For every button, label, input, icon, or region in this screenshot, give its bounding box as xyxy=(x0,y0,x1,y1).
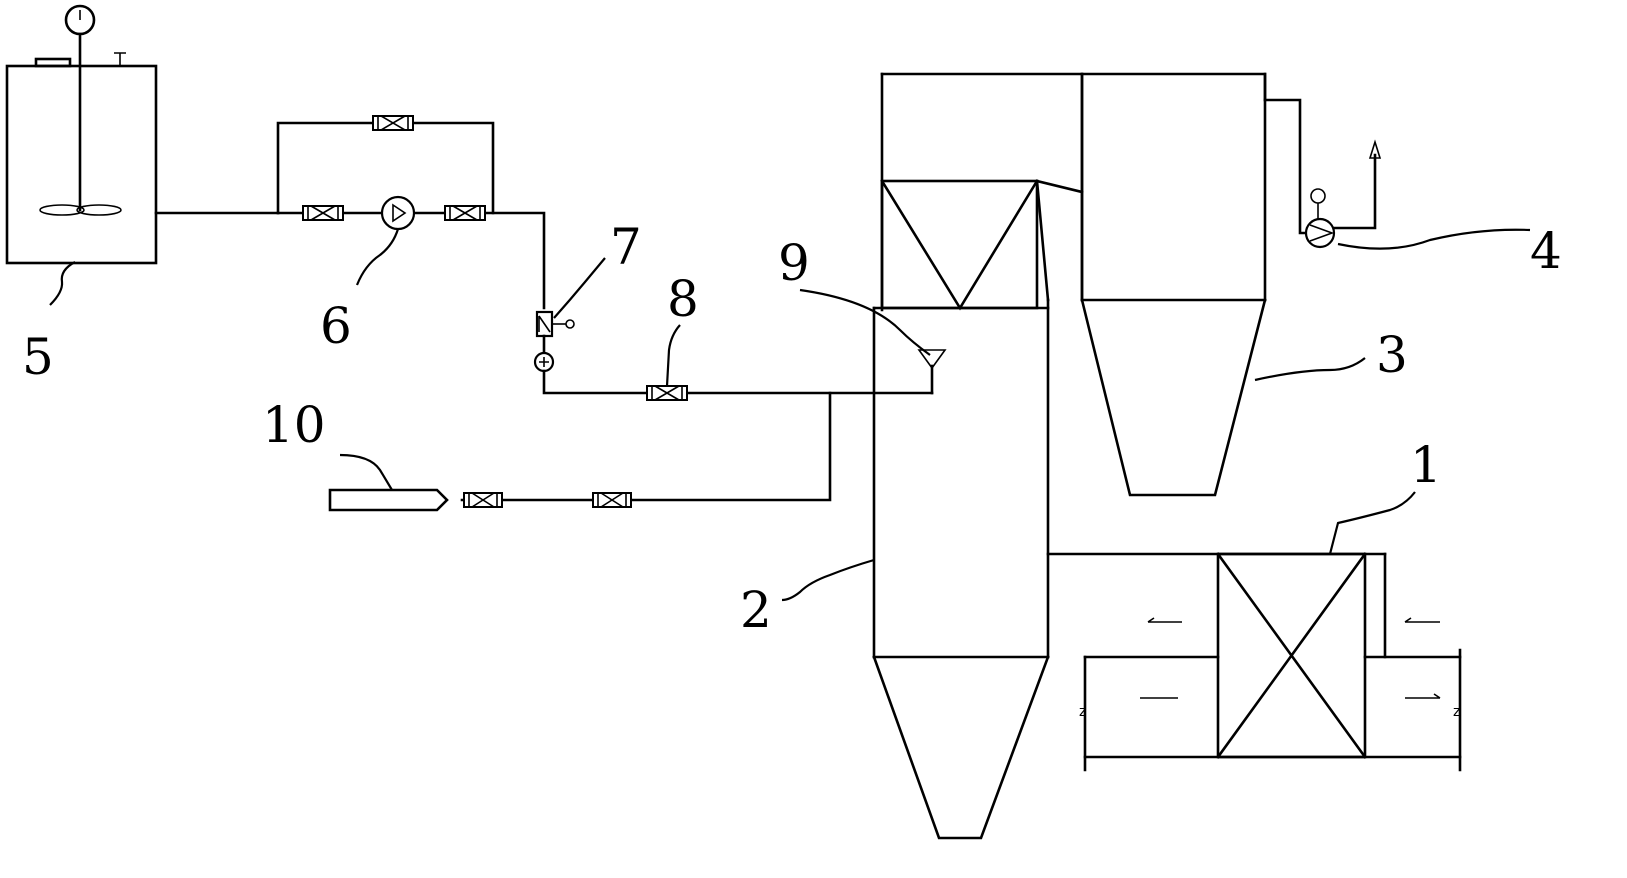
leader-5 xyxy=(49,261,76,306)
pump[interactable] xyxy=(380,195,416,231)
valve-pump-outlet[interactable] xyxy=(444,205,486,221)
cyclone-separator xyxy=(1080,72,1267,497)
leader-7 xyxy=(553,257,606,319)
leader-2 xyxy=(781,558,875,602)
pipe-bypass xyxy=(276,121,495,215)
spray-nozzle xyxy=(917,349,947,395)
leader-10 xyxy=(339,453,393,491)
break-mark-right: z xyxy=(1453,704,1460,720)
label-2: 2 xyxy=(740,581,772,639)
pipe-to-nozzle xyxy=(542,369,934,395)
pipe-main xyxy=(276,211,546,310)
leader-3 xyxy=(1254,357,1366,382)
leader-9 xyxy=(799,288,931,356)
gas-cylinder xyxy=(328,488,449,512)
check-valve xyxy=(533,351,555,373)
break-mark-left: z xyxy=(1079,704,1086,720)
label-5: 5 xyxy=(22,328,54,386)
reactor-tower xyxy=(872,72,1267,840)
leader-6 xyxy=(355,228,400,286)
flowmeter[interactable] xyxy=(535,310,575,338)
valve-bypass[interactable] xyxy=(372,115,414,131)
valve-pump-inlet[interactable] xyxy=(302,205,344,221)
exhaust-arrow-icon xyxy=(1368,139,1382,159)
pipe-gas xyxy=(460,391,832,502)
valve-gas-1[interactable] xyxy=(463,492,503,508)
pipe-to-fan xyxy=(1263,98,1307,235)
label-9: 9 xyxy=(778,234,810,292)
valve-8[interactable] xyxy=(646,385,688,401)
mixing-tank xyxy=(5,4,158,265)
motor-icon xyxy=(1310,188,1326,204)
label-4: 4 xyxy=(1530,222,1562,280)
label-7: 7 xyxy=(610,218,642,276)
heat-exchanger xyxy=(1046,552,1462,772)
leader-1 xyxy=(1328,491,1416,555)
leader-8 xyxy=(665,324,681,387)
label-3: 3 xyxy=(1376,326,1408,384)
label-6: 6 xyxy=(320,297,352,355)
fan[interactable] xyxy=(1304,188,1336,249)
label-10: 10 xyxy=(262,396,326,454)
valve-gas-2[interactable] xyxy=(592,492,632,508)
label-8: 8 xyxy=(667,270,699,328)
leader-4 xyxy=(1337,228,1531,250)
pipe-exhaust xyxy=(1332,153,1377,230)
label-1: 1 xyxy=(1410,436,1442,494)
